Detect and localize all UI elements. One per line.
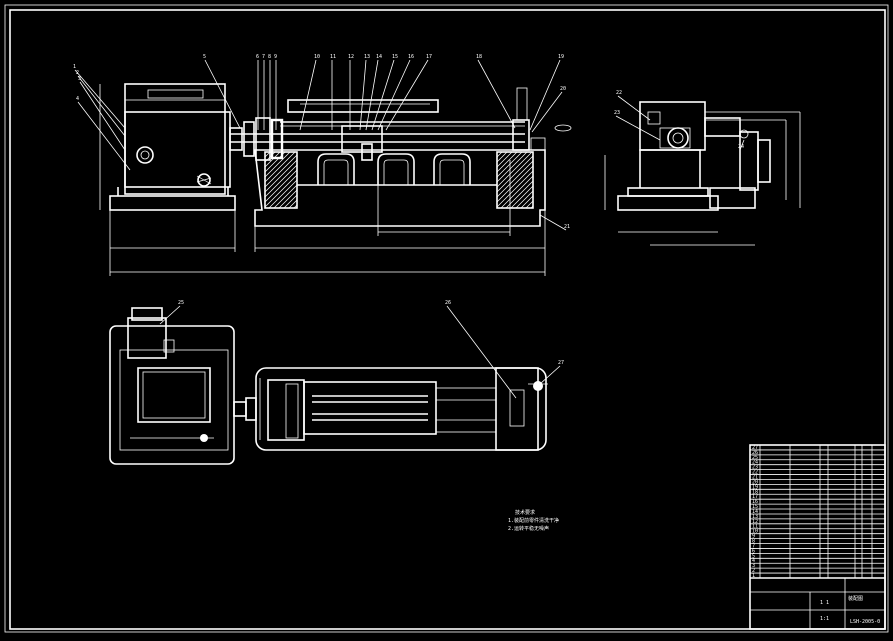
arch-1: [317, 153, 355, 185]
front-view: [99, 83, 572, 276]
plan-motor-base: [109, 325, 235, 465]
parts-list-row: 16: [752, 499, 758, 505]
parts-list-row: 12: [752, 519, 758, 525]
parts-list-row: 24: [752, 460, 758, 466]
parts-list-row: 8: [752, 539, 755, 545]
parts-list-row: 27: [752, 445, 758, 451]
part-balloon: 10: [314, 54, 320, 60]
parts-list-row: 13: [752, 514, 758, 520]
drawing-number: LSH-2005-0: [850, 619, 880, 625]
part-balloon: 9: [274, 54, 277, 60]
inner-border: [9, 9, 886, 630]
parts-list-row: 23: [752, 465, 758, 471]
parts-list-row: 17: [752, 494, 758, 500]
leader-lines: [74, 59, 567, 231]
part-balloon: 25: [178, 300, 184, 306]
machine-bed: [254, 149, 546, 227]
part-balloon: 3: [78, 76, 81, 82]
parts-list-row: 3: [752, 563, 755, 569]
part-balloon: 6: [256, 54, 259, 60]
part-balloon: 16: [408, 54, 414, 60]
side-housing: [639, 101, 706, 151]
part-balloon: 17: [426, 54, 432, 60]
part-balloon: 15: [392, 54, 398, 60]
part-balloon: 2: [76, 70, 79, 76]
parts-list-row: 20: [752, 479, 758, 485]
part-balloon: 14: [376, 54, 382, 60]
part-balloon: 19: [558, 54, 564, 60]
plan-view: [109, 307, 548, 465]
parts-list-row: 11: [752, 524, 758, 530]
parts-list-row: 26: [752, 450, 758, 456]
note-2: 2.运转平稳无噪声: [508, 525, 549, 532]
title-block-frame: [749, 444, 886, 630]
sheet-info: 1 1: [820, 600, 829, 606]
base-plate-left: [109, 195, 236, 211]
plan-motor-frame: [137, 367, 211, 423]
part-balloon: 11: [330, 54, 336, 60]
plan-table: [303, 381, 437, 435]
parts-list-row: 4: [752, 558, 755, 564]
part-balloon: 12: [348, 54, 354, 60]
outer-border: [4, 4, 889, 633]
plan-bed: [255, 367, 547, 451]
motor-shaft-circle: [136, 146, 154, 164]
parts-list-row: 19: [752, 484, 758, 490]
side-motor: [739, 131, 759, 191]
part-balloon: 26: [445, 300, 451, 306]
part-balloon: 20: [560, 86, 566, 92]
parts-list-row: 21: [752, 474, 758, 480]
parts-list-row: 14: [752, 509, 758, 515]
parts-list-row: 25: [752, 455, 758, 461]
parts-list-row: 1: [752, 573, 755, 579]
part-balloon: 1: [73, 64, 76, 70]
parts-list-row: 5: [752, 553, 755, 559]
parts-list-row: 15: [752, 504, 758, 510]
part-balloon: 18: [476, 54, 482, 60]
parts-list-row: 2: [752, 568, 755, 574]
arch-2: [377, 153, 415, 185]
part-balloon: 21: [564, 224, 570, 230]
parts-list-row: 7: [752, 543, 755, 549]
parts-list-row: 9: [752, 534, 755, 540]
right-support: [496, 151, 534, 209]
drawing-title: 装配图: [848, 595, 863, 602]
title-block: 2726252423222120191817161514131211109876…: [749, 444, 886, 630]
part-balloon: 5: [203, 54, 206, 60]
part-balloon: 27: [558, 360, 564, 366]
side-base: [617, 195, 719, 211]
parts-list-row: 18: [752, 489, 758, 495]
part-balloon: 23: [614, 110, 620, 116]
part-balloon: 4: [76, 96, 79, 102]
arch-3: [433, 153, 471, 185]
end-bearing: [512, 119, 530, 151]
part-balloon: 24: [738, 144, 744, 150]
scale-label: 1:1: [820, 616, 829, 622]
parts-list-row: 6: [752, 548, 755, 554]
notes-heading: 技术要求: [515, 509, 535, 516]
parts-list-row: 10: [752, 529, 758, 535]
part-balloon: 13: [364, 54, 370, 60]
technical-notes: 技术要求 1.装配前零件清洗干净 2.运转平稳无噪声: [508, 509, 559, 532]
part-balloons-plan: 25 26 27: [159, 300, 564, 399]
side-view: [604, 101, 801, 246]
part-balloon: 8: [268, 54, 271, 60]
part-balloon: 22: [616, 90, 622, 96]
note-1: 1.装配前零件清洗干净: [508, 517, 559, 524]
sliding-table: [287, 99, 439, 113]
part-balloons-side: 22 23 24: [614, 90, 745, 151]
parts-list-row: 22: [752, 470, 758, 476]
part-balloon: 7: [262, 54, 265, 60]
coupling: [229, 127, 243, 151]
